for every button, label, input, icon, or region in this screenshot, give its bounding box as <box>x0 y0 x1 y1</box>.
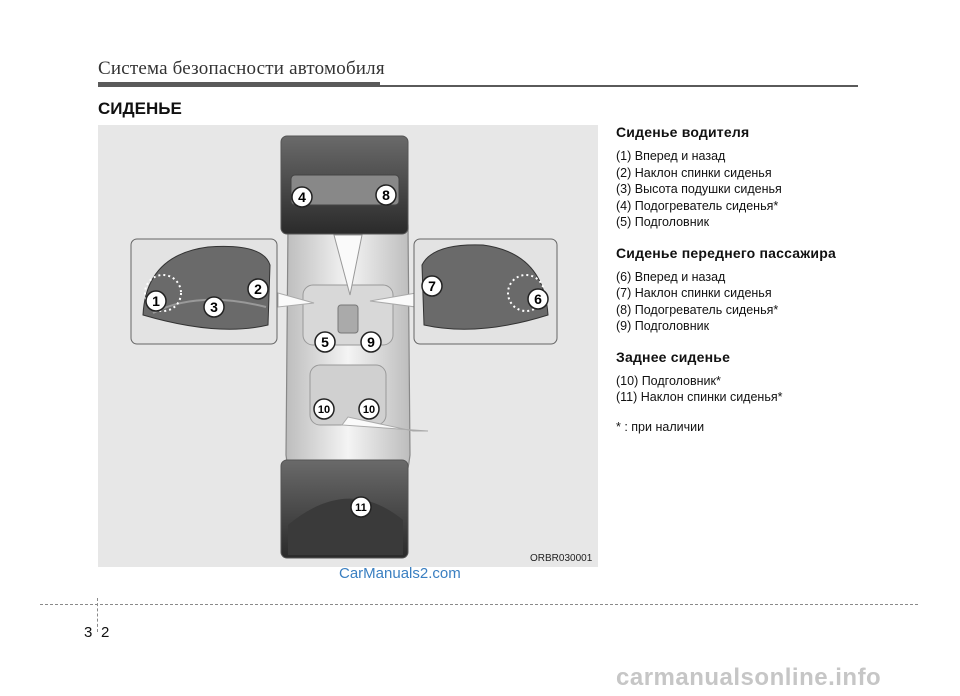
list-item: (7) Наклон спинки сиденья <box>616 286 772 300</box>
chapter-title: Система безопасности автомобиля <box>98 58 385 79</box>
page-chapter-number: 3 <box>84 624 93 641</box>
callout-5: 5 <box>321 334 329 350</box>
callout-10b: 10 <box>363 404 375 416</box>
ray-left <box>277 292 315 308</box>
callout-badges: 1 2 3 4 5 6 7 8 9 10 10 11 <box>145 184 549 518</box>
list-item: (3) Высота подушки сиденья <box>616 182 782 196</box>
group-heading-driver: Сиденье водителя <box>616 124 750 140</box>
page-separator <box>97 598 98 632</box>
ray-bottom <box>341 416 429 432</box>
seat-descriptions: Сиденье водителя (1) Вперед и назад (2) … <box>616 124 916 434</box>
callout-4: 4 <box>298 189 306 205</box>
list-item: (10) Подголовник* <box>616 373 721 388</box>
watermark-footer: carmanualsonline.info <box>616 664 882 691</box>
callout-2: 2 <box>254 281 262 297</box>
list-item: (11) Наклон спинки сиденья* <box>616 390 783 404</box>
group-heading-rear: Заднее сиденье <box>616 348 731 365</box>
list-item: (1) Вперед и назад <box>616 149 726 163</box>
figure-code: ORBR030001 <box>530 553 593 564</box>
list-item: (9) Подголовник <box>616 319 710 333</box>
callout-6: 6 <box>534 291 542 307</box>
list-item: (6) Вперед и назад <box>616 269 726 284</box>
callout-7: 7 <box>428 278 436 294</box>
console <box>337 304 359 334</box>
list-item: (2) Наклон спинки сиденья <box>616 165 772 180</box>
seat-illustration: 1 2 3 4 5 6 7 8 9 10 10 11 <box>130 135 558 559</box>
passenger-list: (6) Вперед и назад (7) Наклон спинки сид… <box>616 269 916 335</box>
driver-list: (1) Вперед и назад (2) Наклон спинки сид… <box>616 148 916 231</box>
callout-9: 9 <box>367 334 375 350</box>
callout-1: 1 <box>152 293 160 309</box>
header-rule <box>98 82 380 87</box>
list-item: (5) Подголовник <box>616 215 710 229</box>
footer-divider <box>40 604 918 605</box>
callout-3: 3 <box>210 299 218 315</box>
page-number: 2 <box>101 624 110 641</box>
list-item: (4) Подогреватель сиденья* <box>616 198 779 213</box>
list-item: (8) Подогреватель сиденья* <box>616 302 779 317</box>
rear-list: (10) Подголовник* (11) Наклон спинки сид… <box>616 373 916 406</box>
callout-8: 8 <box>382 187 390 203</box>
group-heading-passenger: Сиденье переднего пассажира <box>616 244 836 261</box>
watermark-site[interactable]: CarManuals2.com <box>339 565 461 582</box>
seat-diagram: 1 2 3 4 5 6 7 8 9 10 10 11 <box>98 125 598 567</box>
footnote: * : при наличии <box>616 419 705 434</box>
header-rule-thin <box>380 85 858 87</box>
callout-11: 11 <box>355 502 367 514</box>
ray-top <box>333 234 363 296</box>
callout-10a: 10 <box>318 404 330 416</box>
section-title: СИДЕНЬЕ <box>98 99 182 118</box>
